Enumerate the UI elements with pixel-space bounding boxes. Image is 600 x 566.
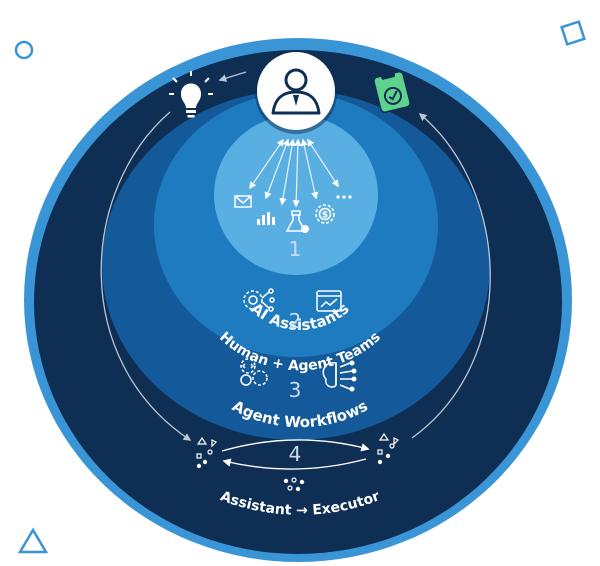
brain-network-icon (322, 360, 357, 392)
deco-circle-icon (14, 40, 34, 60)
layer-1-number: 1 (289, 237, 302, 261)
flask-icon (285, 210, 309, 233)
right-loop-arrow (411, 112, 491, 439)
layer-4-arrow-bottom (222, 458, 367, 470)
gear-network-icon (243, 288, 275, 312)
deco-triangle-icon (17, 527, 49, 554)
person-node (255, 52, 337, 134)
layer-4-arrow-top (221, 439, 370, 452)
layer-4-number: 4 (289, 442, 302, 466)
ray-arrows (249, 138, 339, 208)
code-gears-icon (240, 358, 268, 386)
left-loop-arrow (100, 111, 192, 441)
layer-2-number: 2 (289, 309, 302, 333)
layer-3-number: 3 (289, 378, 302, 402)
dashboard-icon (316, 290, 342, 312)
person-icon (271, 68, 321, 115)
particles-icon-center (283, 477, 305, 492)
top-left-arrow (218, 71, 247, 82)
particles-icon-right (377, 432, 400, 465)
more-dots-icon (336, 195, 352, 199)
gear-dollar-icon: $ (315, 204, 335, 224)
particles-icon-left (196, 436, 218, 469)
bar-chart-icon (257, 212, 275, 225)
mail-icon (234, 195, 252, 208)
lightbulb-icon (169, 71, 213, 118)
svg-text:$: $ (322, 211, 328, 221)
deco-square-icon (560, 20, 586, 46)
clipboard-check-icon (373, 69, 411, 113)
